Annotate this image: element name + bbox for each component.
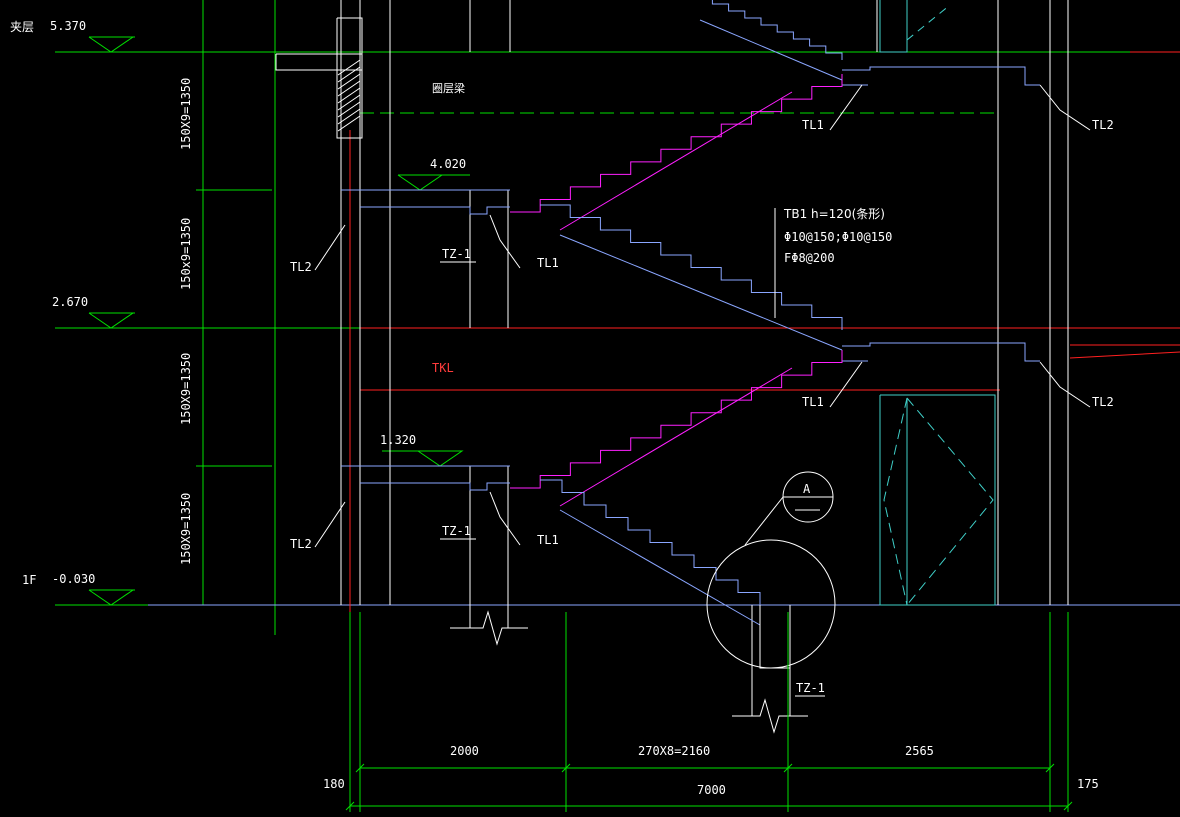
leader-line-7 — [314, 501, 346, 548]
landing-level-lower: 1.320 — [380, 433, 416, 447]
upper-door-swing — [906, 4, 951, 41]
level-label-mezzanine: 夹层 — [10, 20, 34, 34]
hatch-3 — [337, 80, 361, 97]
tl1-label-lower-right: TL1 — [802, 395, 824, 409]
dim-tick-0 — [355, 763, 365, 773]
dim-segment-1: 2000 — [450, 744, 479, 758]
flight-up-upper-treads — [510, 74, 843, 213]
leader-line-4 — [489, 214, 521, 269]
hatch-8 — [337, 115, 361, 132]
leader-line-1 — [829, 361, 863, 408]
dim-tick-1 — [561, 763, 571, 773]
hatch-4 — [337, 87, 361, 104]
flight-up-lower-treads — [510, 350, 843, 489]
level-marker-mezzanine — [88, 36, 135, 53]
detail-column — [759, 605, 791, 669]
leader-line-6 — [314, 224, 346, 271]
level-value-mid: 2.670 — [52, 295, 88, 309]
dim-tick-5 — [1063, 801, 1073, 811]
hatch-5 — [337, 94, 361, 111]
ring-beam-cantilever — [275, 53, 363, 71]
flight-height-1: 150X9=1350 — [179, 78, 193, 150]
hatch-1 — [337, 66, 361, 83]
landing-level-upper: 4.020 — [430, 157, 466, 171]
flight-up-lower-soffit — [559, 367, 793, 507]
door-swing — [906, 397, 994, 606]
hatch-0 — [337, 59, 361, 76]
level-marker-ground — [88, 589, 135, 606]
detail-mark-label: A — [803, 482, 811, 496]
flight-down-top-treads — [711, 0, 843, 60]
tl2-label-lower-left: TL2 — [290, 537, 312, 551]
tz1-label-detail: TZ-1 — [796, 681, 825, 695]
landing-right-slab — [842, 342, 1040, 362]
drawing-linework — [55, 0, 1180, 812]
flight-height-4: 150X9=1350 — [179, 493, 193, 565]
detail-callout-circle — [706, 539, 836, 669]
door-swing-2 — [883, 397, 908, 606]
tl1-label-upper-right: TL1 — [802, 118, 824, 132]
ring-beam-block — [336, 17, 363, 139]
door-frame — [879, 394, 996, 606]
flight-up-upper-soffit — [559, 91, 793, 231]
landing-marker-lower — [417, 450, 464, 467]
tz1-label-lower: TZ-1 — [442, 524, 471, 538]
hatch-7 — [337, 108, 361, 125]
level-label-ground: 1F — [22, 573, 36, 587]
tl2-label-upper-left: TL2 — [290, 260, 312, 274]
level-value-mezzanine: 5.370 — [50, 19, 86, 33]
tl2-label-lower-right: TL2 — [1092, 395, 1114, 409]
flight-height-2: 150x9=1350 — [179, 218, 193, 290]
tz1-label-upper: TZ-1 — [442, 247, 471, 261]
dim-segment-3: 2565 — [905, 744, 934, 758]
dim-tick-2 — [783, 763, 793, 773]
dim-total: 7000 — [697, 783, 726, 797]
tl2-label-upper-right: TL2 — [1092, 118, 1114, 132]
flight-down-upper-soffit — [559, 234, 843, 351]
leader-line-2 — [1039, 84, 1091, 131]
upper-door-frame — [879, 0, 908, 53]
landing-slab-bottom — [360, 206, 510, 215]
tkl-label: TKL — [432, 361, 454, 375]
flight-down-lower-treads — [540, 479, 761, 605]
landing-slab-bottom — [360, 482, 510, 491]
ring-beam-label: 圈层梁 — [432, 81, 465, 95]
dim-tick-4 — [345, 801, 355, 811]
flight-down-top-soffit — [699, 19, 843, 81]
dim-segment-2: 270X8=2160 — [638, 744, 710, 758]
landing-right-slab — [842, 66, 1040, 86]
flight-down-lower-soffit — [559, 509, 761, 626]
detail-mark-leader — [744, 496, 784, 546]
dim-left-offset: 180 — [323, 777, 345, 791]
landing-marker-upper — [397, 174, 444, 191]
hatch-2 — [337, 73, 361, 90]
tb1-spec-line2: Φ10@150;Φ10@150 — [784, 230, 892, 244]
flight-height-3: 150X9=1350 — [179, 353, 193, 425]
hatch-6 — [337, 101, 361, 118]
tb1-spec-line1: TB1 h=120(条形) — [783, 207, 885, 221]
tkl-right-2 — [1069, 351, 1180, 359]
leader-line-0 — [829, 84, 863, 131]
level-marker-mid — [88, 312, 135, 329]
break-symbol-left — [450, 610, 528, 646]
level-value-ground: -0.030 — [52, 572, 95, 586]
leader-line-5 — [489, 491, 521, 546]
tl1-label-upper-left: TL1 — [537, 256, 559, 270]
break-symbol-detail — [732, 698, 808, 734]
tl1-label-lower-left: TL1 — [537, 533, 559, 547]
leader-line-3 — [1039, 361, 1091, 408]
flight-down-upper-treads — [540, 204, 843, 330]
dim-right-offset: 175 — [1077, 777, 1099, 791]
tb1-spec-line3: FΦ8@200 — [784, 251, 835, 265]
dim-tick-3 — [1045, 763, 1055, 773]
